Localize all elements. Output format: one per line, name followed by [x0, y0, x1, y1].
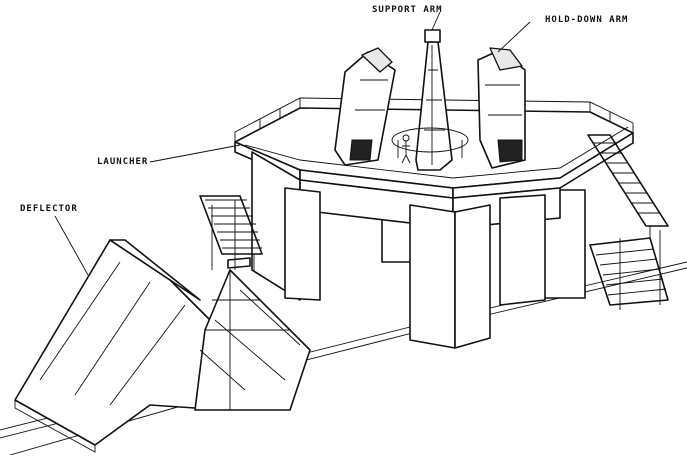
person-figure [401, 134, 411, 164]
left-stairs [199, 195, 263, 272]
label-support-arm: SUPPORT ARM [372, 5, 443, 15]
launcher-arms [334, 29, 526, 171]
right-stairs [587, 134, 669, 310]
leader-lines [54, 11, 531, 276]
label-deflector: DEFLECTOR [20, 204, 78, 214]
label-hold-down-arm: HOLD-DOWN ARM [545, 15, 628, 25]
flame-deflector [14, 239, 311, 453]
label-launcher: LAUNCHER [97, 157, 148, 167]
